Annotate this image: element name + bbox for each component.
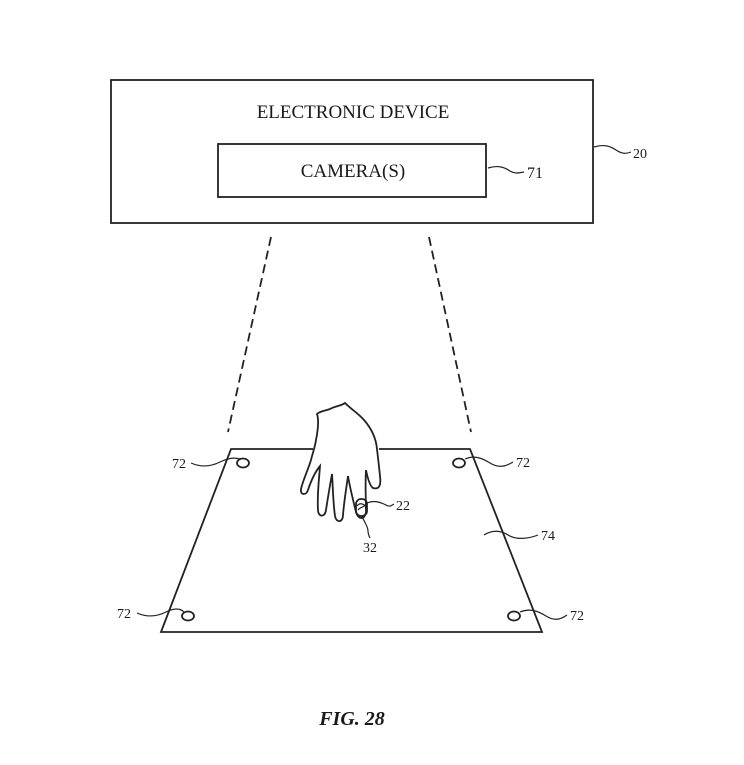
field-of-view-left-line <box>227 236 272 433</box>
marker-top-left: 72 <box>172 457 250 472</box>
marker-label: 72 <box>172 457 186 472</box>
marker-leader <box>464 456 514 467</box>
marker-top-right: 72 <box>452 456 530 471</box>
marker-leader <box>190 457 241 467</box>
marker-label: 72 <box>516 456 530 471</box>
electronic-device-label: ELECTRONIC DEVICE <box>257 102 450 123</box>
surface: 74 <box>159 448 555 633</box>
ref-71-leader <box>487 165 525 174</box>
hand: 22 32 <box>300 401 410 556</box>
marker-circle <box>181 610 195 622</box>
marker-leader <box>519 609 568 620</box>
marker-label: 72 <box>570 609 584 624</box>
ref-20-leader <box>593 144 632 154</box>
camera-block: CAMERA(S) 71 <box>217 143 543 198</box>
ref-20-label: 20 <box>633 147 647 162</box>
camera-label: CAMERA(S) <box>301 161 406 182</box>
ref-74-leader <box>483 530 539 539</box>
marker-bottom-right: 72 <box>507 609 584 624</box>
ref-32-leader <box>361 515 371 539</box>
marker-label: 72 <box>117 607 131 622</box>
hand-outline <box>300 401 382 523</box>
marker-circle <box>236 457 250 469</box>
marker-bottom-left: 72 <box>117 607 195 622</box>
field-of-view-right-line <box>428 236 472 433</box>
marker-leader <box>136 608 185 617</box>
camera-box <box>217 143 487 198</box>
surface-outline <box>159 448 544 633</box>
ref-32-label: 32 <box>363 541 377 556</box>
ref-22-label: 22 <box>396 499 410 514</box>
ref-22-leader <box>366 500 395 507</box>
electronic-device-block: ELECTRONIC DEVICE 20 <box>110 79 647 224</box>
ref-71-label: 71 <box>527 165 543 182</box>
ring-detail <box>356 503 367 511</box>
ring-device <box>355 498 368 517</box>
marker-circle <box>507 610 521 622</box>
electronic-device-box <box>110 79 594 224</box>
marker-circle <box>452 457 466 469</box>
figure-caption: FIG. 28 <box>318 708 385 730</box>
ref-74-label: 74 <box>541 529 555 544</box>
